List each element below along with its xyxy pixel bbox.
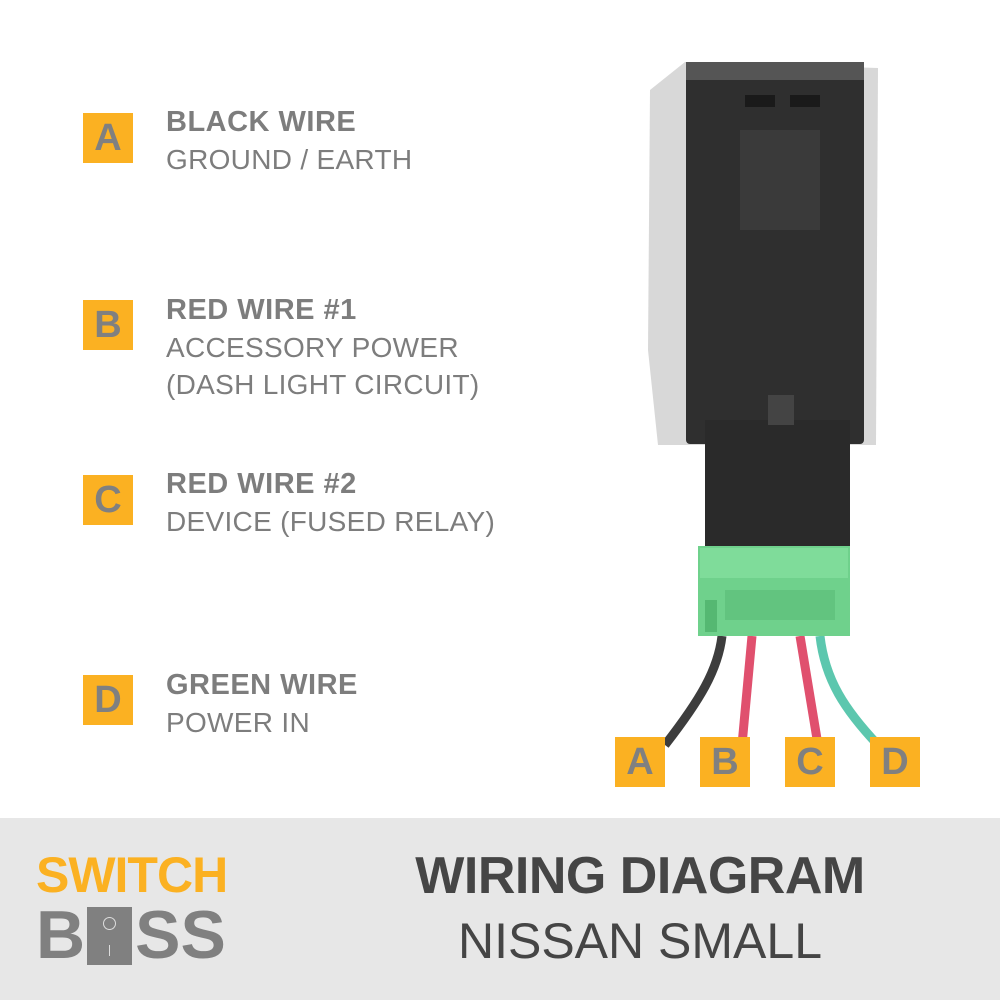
wire-label-c: C — [785, 737, 835, 787]
badge-d: D — [83, 675, 133, 725]
logo-ss: SS — [135, 897, 226, 973]
logo-b: B — [36, 897, 86, 973]
wire-label-d: D — [870, 737, 920, 787]
item-desc: GROUND / EARTH — [166, 144, 413, 175]
legend-item-b: RED WIRE #1 ACCESSORY POWER (DASH LIGHT … — [166, 292, 480, 403]
badge-c: C — [83, 475, 133, 525]
switch-connector-image — [648, 62, 882, 749]
diagram-title: WIRING DIAGRAM — [415, 847, 865, 905]
legend-item-c: RED WIRE #2 DEVICE (FUSED RELAY) — [166, 466, 495, 540]
item-desc: POWER IN — [166, 707, 310, 738]
logo-switch: SWITCH — [36, 847, 228, 903]
legend-item-a: BLACK WIRE GROUND / EARTH — [166, 104, 412, 178]
badge-b: B — [83, 300, 133, 350]
item-desc: (DASH LIGHT CIRCUIT) — [166, 369, 480, 400]
wire-label-a: A — [615, 737, 665, 787]
item-title: BLACK WIRE — [166, 106, 357, 138]
logo-boss: B SS — [36, 897, 226, 973]
diagram-subtitle: NISSAN SMALL — [457, 913, 822, 969]
item-title: RED WIRE #1 — [166, 294, 357, 326]
footer-band — [0, 818, 1000, 1000]
legend-item-d: GREEN WIRE POWER IN — [166, 667, 358, 741]
item-desc: ACCESSORY POWER — [166, 332, 459, 363]
badge-a: A — [83, 113, 133, 163]
item-title: RED WIRE #2 — [166, 468, 357, 500]
item-title: GREEN WIRE — [166, 669, 358, 701]
item-desc: DEVICE (FUSED RELAY) — [166, 506, 496, 537]
wire-label-b: B — [700, 737, 750, 787]
rocker-switch-icon — [87, 907, 133, 965]
